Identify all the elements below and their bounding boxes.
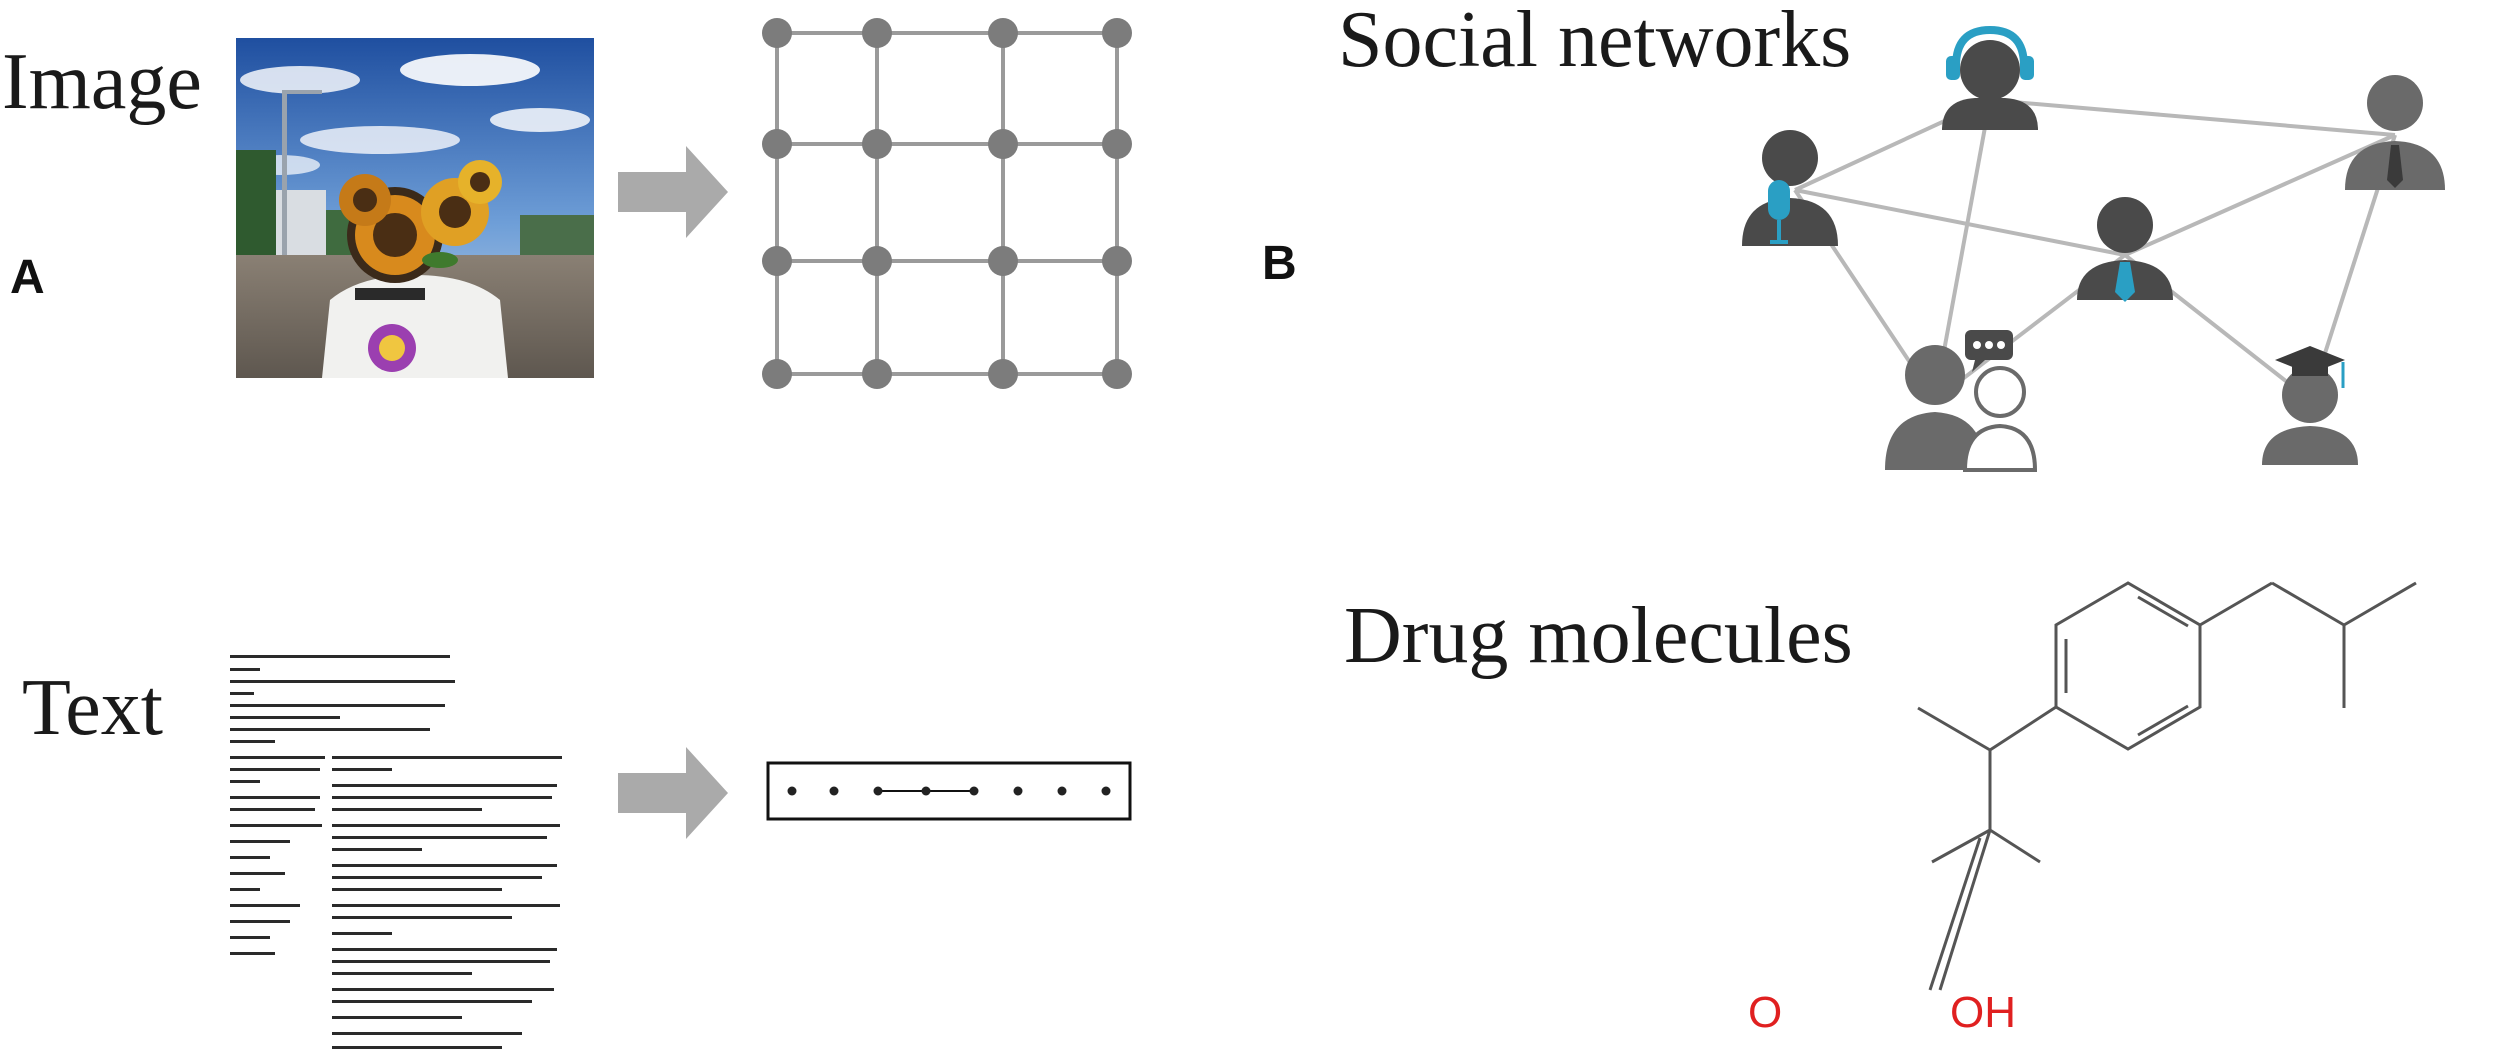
drug-molecules-label: Drug molecules [1344,592,1853,680]
street-photo [236,38,594,378]
tie-person-icon [2077,197,2173,302]
drug-molecule [1917,581,2417,991]
microphone-person-icon [1742,130,1838,246]
panel-a-label: A [10,251,45,304]
hydroxyl-atom-label: OH [1950,988,2016,1037]
tie-person-icon [2345,75,2445,190]
panel-b-label: B [1262,237,1297,290]
arrow-text-to-sequence-icon [618,747,728,839]
headset-person-icon [1942,25,2038,130]
text-label: Text [22,664,164,752]
grid-graph [762,18,1132,389]
oxygen-atom-label: O [1748,988,1783,1037]
image-label: Image [2,38,202,126]
arrow-image-to-grid-icon [618,146,728,238]
sequence-graph [766,761,1132,821]
social-network-graph [1742,25,2445,472]
chat-group-icon [1885,330,2038,472]
graduate-icon [2262,346,2358,465]
text-document-thumbnail [228,650,568,1050]
social-networks-label: Social networks [1338,0,1852,84]
